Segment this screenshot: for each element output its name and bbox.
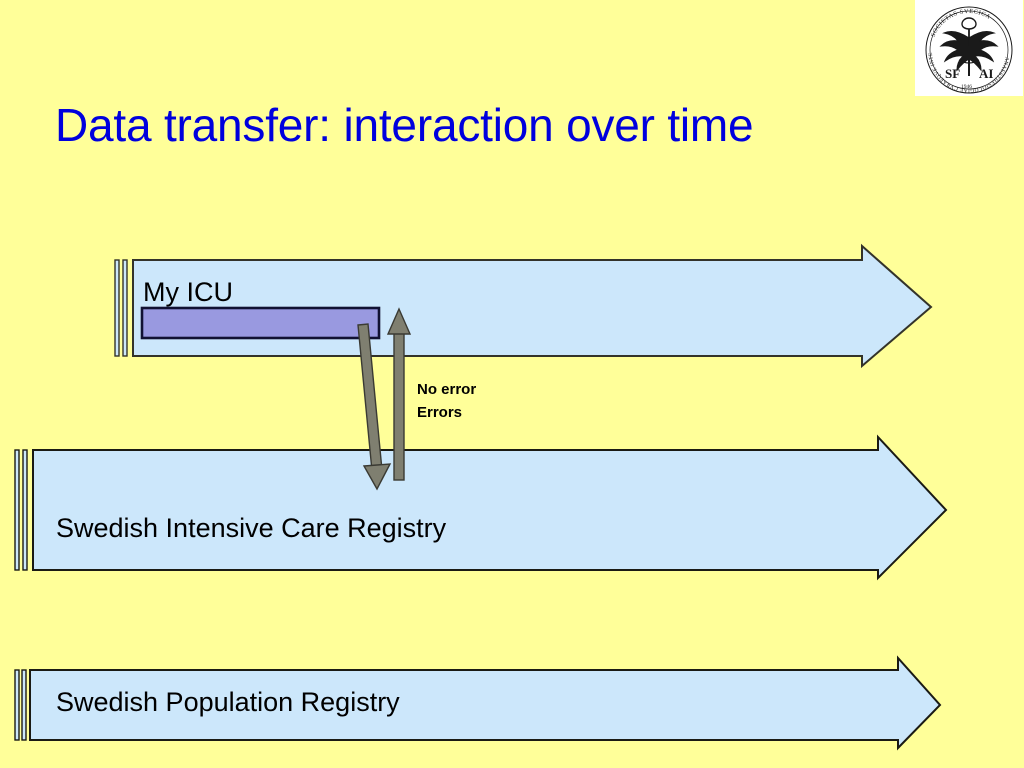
band-my-icu-label: My ICU [143,277,233,307]
band-swedish-population-registry[interactable] [14,655,942,751]
band-swedish-intensive-care-registry-label: Swedish Intensive Care Registry [56,513,447,543]
svg-text:SF: SF [945,66,960,81]
connector-note-no-error: No error [417,381,477,398]
feedback-arrow-shaft [393,329,405,481]
band-my-icu-tick-2 [122,259,128,357]
band-my-icu-tick-1 [114,259,120,357]
page-title: Data transfer: interaction over time [55,99,754,151]
band-spr-tick-2 [21,669,27,741]
band-sicr-tick-2 [22,449,28,571]
band-my-icu-arrow [132,243,933,369]
feedback-arrow-head [386,307,412,335]
band-sicr-tick-1 [14,449,20,571]
band-sicr-arrow [32,434,948,581]
submit-data-arrow [357,323,392,491]
submit-data-arrow-head [362,463,392,491]
band-spr-arrow [29,655,942,751]
band-my-icu-activity-bar[interactable] [140,306,381,340]
sfai-logo: · SOCIETAS SVECICA · ANAESTHESIOLOGIAE C… [915,0,1023,96]
connector-note-errors: Errors [417,404,463,421]
feedback-arrow [386,307,412,481]
band-swedish-intensive-care-registry[interactable] [14,434,948,581]
band-spr-tick-1 [14,669,20,741]
svg-text:AI: AI [979,66,993,81]
band-my-icu[interactable] [114,243,933,369]
band-swedish-population-registry-label: Swedish Population Registry [56,687,400,717]
svg-text:1946: 1946 [961,84,972,90]
